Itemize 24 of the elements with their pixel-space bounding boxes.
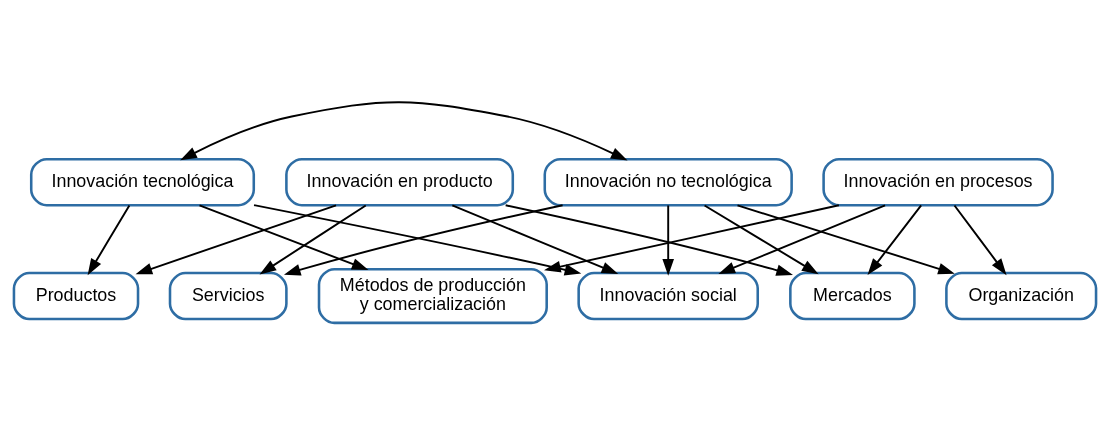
node-box: Innovación en procesos	[822, 157, 1054, 207]
node-box: Servicios	[168, 271, 288, 321]
arrow	[867, 204, 923, 276]
arrow	[87, 204, 131, 276]
arrow	[135, 204, 337, 275]
arrow	[544, 204, 840, 273]
node-box: Innovación en producto	[285, 157, 515, 207]
node-box: Innovación tecnológica	[29, 157, 256, 207]
arrow	[953, 204, 1007, 276]
node-box: Métodos de producción y comercialización	[317, 267, 548, 325]
arrow	[451, 204, 619, 275]
arrow	[703, 204, 819, 275]
arrow	[180, 101, 628, 161]
arrow	[662, 204, 675, 276]
node-box: Productos	[12, 271, 140, 321]
arrow	[259, 204, 367, 275]
node-box: Organización	[945, 271, 1098, 321]
node-box: Innovación social	[577, 271, 759, 321]
arrow	[736, 204, 955, 275]
arrow	[198, 204, 369, 271]
arrow	[718, 204, 887, 275]
node-box: Innovación no tecnológica	[543, 157, 793, 207]
arrow	[504, 204, 793, 276]
node-box: Mercados	[789, 271, 916, 321]
